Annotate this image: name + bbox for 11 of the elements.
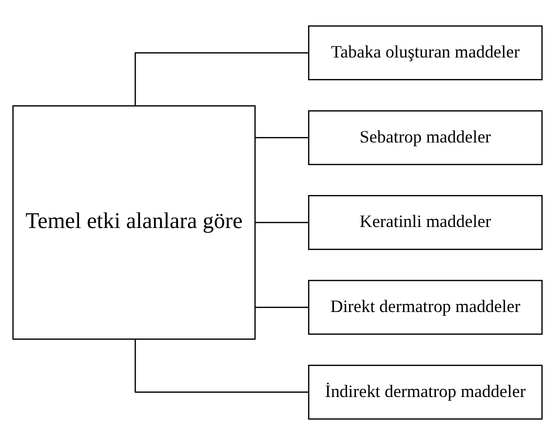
node-box: Sebatrop maddeler xyxy=(308,110,543,166)
connector xyxy=(255,137,308,138)
node-box: İndirekt dermatrop maddeler xyxy=(308,364,543,420)
connector xyxy=(134,339,309,393)
connector xyxy=(255,222,308,224)
node-box: Tabaka oluşturan maddeler xyxy=(308,25,543,80)
connector xyxy=(134,52,309,106)
connector xyxy=(255,306,308,308)
node-box: Temel etki alanlara göre xyxy=(12,105,256,340)
node-box: Direkt dermatrop maddeler xyxy=(308,280,543,335)
node-box: Keratinli maddeler xyxy=(308,195,543,250)
